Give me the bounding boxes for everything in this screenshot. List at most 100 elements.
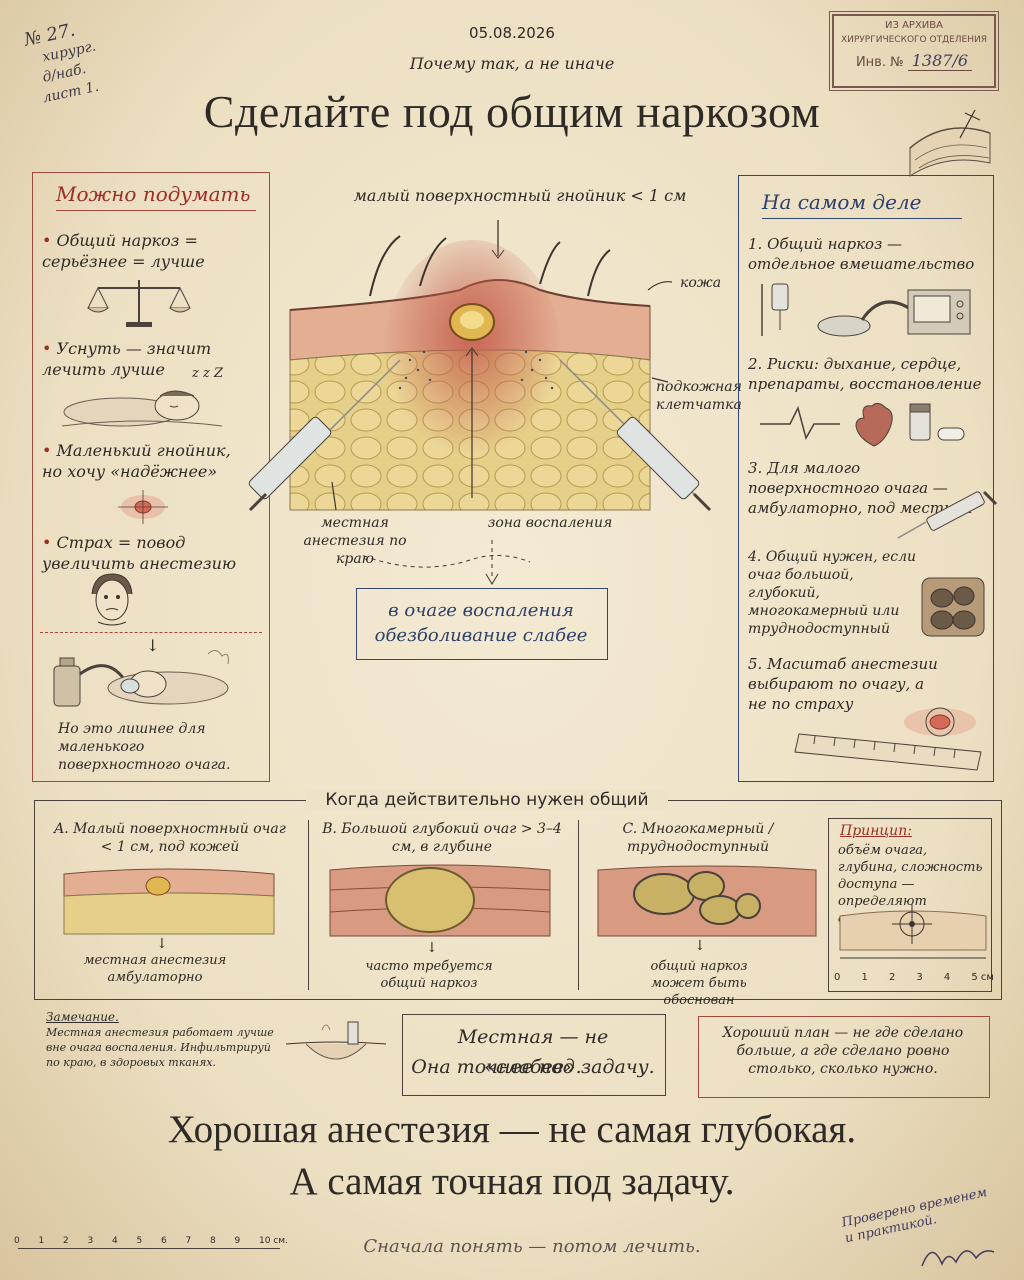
bullet-icon: • xyxy=(42,231,57,250)
signature-icon xyxy=(921,1250,995,1267)
footer-ruler-line xyxy=(18,1248,280,1249)
dashed-connector xyxy=(363,540,531,585)
fact-text: Общий нужен, если очаг большой, глубокий… xyxy=(748,549,917,637)
poster-date: 05.08.2026 xyxy=(469,24,555,42)
fact-number: 5. xyxy=(748,655,763,673)
bullet-icon: • xyxy=(42,533,57,552)
scale-label: 1 xyxy=(861,972,868,983)
syringe-icon xyxy=(897,490,998,539)
left-conclusion: Но это лишнее для маленького поверхностн… xyxy=(58,720,258,774)
case-a-illustration xyxy=(63,868,275,935)
poster-subtitle: Почему так, а не иначе xyxy=(409,54,615,73)
ruler-label: 9 xyxy=(234,1236,241,1246)
remark-text: Местная анестезия работает лучше вне оча… xyxy=(46,1026,274,1069)
scale-label: 0 xyxy=(834,972,841,983)
heart-icon xyxy=(855,402,893,447)
myth-item: • Уснуть — значит лечить лучше xyxy=(42,338,252,380)
ruler-label: 8 xyxy=(210,1236,216,1246)
case-c-head: C. Многокамерный / труднодоступный xyxy=(622,821,774,855)
ruler-label: 3 xyxy=(87,1236,94,1246)
arrow-down-icon: ↓ xyxy=(146,636,160,655)
infiltration-sketch-icon xyxy=(285,1021,387,1060)
stamp-line: ХИРУРГИЧЕСКОГО ОТДЕЛЕНИЯ xyxy=(840,35,987,45)
case-b-caption: часто требуется общий наркоз xyxy=(365,959,493,991)
divider xyxy=(40,632,262,633)
snore-text: z z Z xyxy=(192,366,223,381)
syringe-icon xyxy=(559,359,712,512)
footer-ruler: 0 1 2 3 4 5 6 7 8 9 10 см. xyxy=(14,1236,288,1246)
remark-note: Замечание. Местная анестезия работает лу… xyxy=(46,1010,286,1070)
target-abscess-icon xyxy=(904,707,976,737)
stamp-inv-label: Инв. № xyxy=(855,55,904,70)
right-panel-facts xyxy=(738,175,994,782)
principle-target-icon xyxy=(839,904,987,959)
fact-text: Риски: дыхание, сердце, препараты, восст… xyxy=(748,355,982,393)
conclusion-text: Но это лишнее для маленького поверхностн… xyxy=(58,721,231,773)
case-c-caption: общий наркоз может быть обоснован xyxy=(650,959,748,1008)
local-precision-line-1: Местная — не «слабее». xyxy=(457,1026,609,1078)
fact-item: 3. Для малого поверхностного очага — амб… xyxy=(748,458,984,518)
myth-item: • Маленький гнойник, но хочу «надёжнее» xyxy=(42,440,252,482)
slogan-line-2: А самая точная под задачу. xyxy=(289,1160,735,1203)
abscess-label: малый поверхностный гнойник < 1 см xyxy=(353,186,687,205)
divider xyxy=(578,820,579,990)
archive-stamp: ИЗ АРХИВА ХИРУРГИЧЕСКОГО ОТДЕЛЕНИЯ Инв. … xyxy=(829,11,999,91)
fact-number: 1. xyxy=(748,235,763,253)
anesthesia-mask-icon xyxy=(53,650,229,707)
tissue-sketch-icon xyxy=(909,109,991,177)
arrow-down-icon: ↓ xyxy=(694,938,706,954)
case-a-head: A. Малый поверхностный очаг < 1 см, под … xyxy=(54,821,286,855)
footer-motto: Сначала понять — потом лечить. xyxy=(363,1236,701,1257)
fact-number: 2. xyxy=(748,355,763,373)
stamp-line: ИЗ АРХИВА xyxy=(885,20,943,31)
fact-item: 5. Масштаб анестезии выбирают по очагу, … xyxy=(748,654,938,714)
case-c-illustration xyxy=(597,865,817,937)
arrow-down-icon: ↓ xyxy=(156,936,168,952)
small-abscess-icon xyxy=(118,490,168,524)
fact-item: 2. Риски: дыхание, сердце, препараты, во… xyxy=(748,354,984,394)
myth-text: Уснуть — значит лечить лучше xyxy=(42,339,212,379)
worried-face-icon xyxy=(91,573,133,626)
inflammation-note: в очаге воспаления обезболивание слабее xyxy=(374,600,588,646)
ruler-label: 5 xyxy=(136,1236,143,1246)
fact-text: Общий наркоз — отдельное вмешательство xyxy=(748,235,975,273)
myth-item: • Страх = повод увеличить анестезию xyxy=(42,532,252,574)
fact-text: Масштаб анестезии выбирают по очагу, а н… xyxy=(748,655,938,713)
scale-label: 3 xyxy=(916,972,923,983)
fact-text: Для малого поверхностного очага — амбула… xyxy=(748,459,973,517)
myth-text: Маленький гнойник, но хочу «надёжнее» xyxy=(42,441,231,481)
tissue-cross-section xyxy=(248,220,712,512)
case-b-head: B. Большой глубокий очаг > 3–4 см, в глу… xyxy=(322,821,562,855)
ruler-label: 2 xyxy=(63,1236,69,1246)
scale-label: 5 см xyxy=(971,972,994,983)
corner-note: № 27. хирург. д/наб. лист 1. xyxy=(22,15,118,110)
local-precision-line-2: Она точнее под задачу. xyxy=(411,1056,655,1078)
myth-item: • Общий наркоз = серьёзнее = лучше xyxy=(42,230,252,272)
page-title: Сделайте под общим наркозом xyxy=(203,86,821,137)
syringe-icon xyxy=(248,359,401,512)
ecg-icon xyxy=(760,405,840,440)
anesthesia-machine-icon xyxy=(761,283,971,337)
bullet-icon: • xyxy=(42,441,57,460)
arrow-down-icon: ↓ xyxy=(426,940,438,956)
ruler-icon xyxy=(794,733,982,771)
ruler-label: 10 см. xyxy=(259,1236,288,1246)
ruler-label: 4 xyxy=(112,1236,118,1246)
local-anesthesia-label: местная анестезия по краю xyxy=(303,515,407,567)
scale-label: 2 xyxy=(888,972,896,983)
slogan-line-1: Хорошая анестезия — не самая глубокая. xyxy=(167,1108,857,1151)
vial-icon xyxy=(909,409,931,441)
fact-item: 1. Общий наркоз — отдельное вмешательств… xyxy=(748,234,984,274)
when-section-title: Когда действительно нужен общий xyxy=(306,790,668,810)
sleeping-person-icon xyxy=(61,390,223,427)
principle-scale: 0 1 2 3 4 5 см xyxy=(834,972,994,983)
good-plan-text: Хороший план — не где сделано больше, а … xyxy=(722,1025,964,1077)
divider xyxy=(308,820,309,990)
multi-chamber-icon xyxy=(921,577,985,637)
scales-icon xyxy=(87,280,191,327)
left-panel-title: Можно подумать xyxy=(56,180,256,211)
principle-title: Принцип: xyxy=(840,823,912,839)
pill-icon xyxy=(937,427,965,441)
myth-text: Общий наркоз = серьёзнее = лучше xyxy=(42,231,205,271)
ruler-label: 0 xyxy=(14,1236,20,1246)
